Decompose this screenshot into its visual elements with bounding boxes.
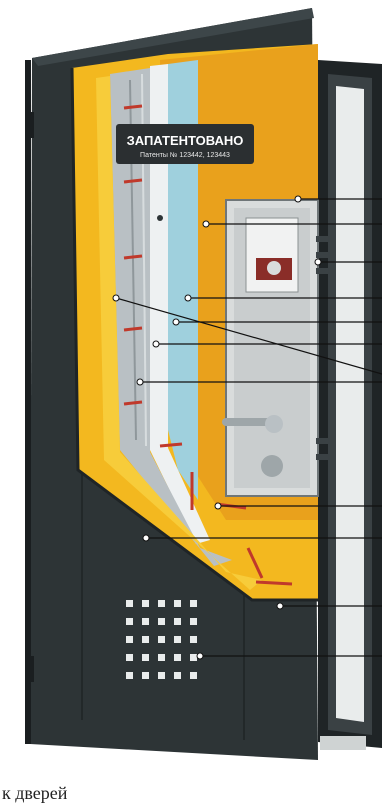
callout-dot-lock-bolts xyxy=(315,259,321,265)
callout-dot-insulation-lower xyxy=(143,535,149,541)
vent-hole xyxy=(158,600,165,607)
vent-hole xyxy=(158,636,165,643)
vent-hole xyxy=(142,600,149,607)
callout-dot-yellow-layer-outer xyxy=(113,295,119,301)
vent-hole xyxy=(190,654,197,661)
vent-hole xyxy=(126,600,133,607)
callout-dot-rebar-lower xyxy=(215,503,221,509)
vent-hole xyxy=(190,636,197,643)
vent-hole xyxy=(142,636,149,643)
callout-dot-steel-sheet-inner xyxy=(185,295,191,301)
callout-dot-door-leaf xyxy=(277,603,283,609)
patent-badge: ЗАПАТЕНТОВАНО Патенты № 123442, 123443 xyxy=(116,124,254,164)
vent-hole xyxy=(174,600,181,607)
vent-hole xyxy=(142,618,149,625)
door-frame xyxy=(318,60,382,750)
vent-hole xyxy=(126,654,133,661)
lock-assembly xyxy=(222,200,330,496)
vent-hole xyxy=(158,672,165,679)
vent-hole xyxy=(142,672,149,679)
vent-hole xyxy=(190,618,197,625)
vent-hole xyxy=(142,654,149,661)
hinge-top-icon xyxy=(26,112,34,138)
screw-icon xyxy=(157,215,163,221)
vent-hole xyxy=(126,618,133,625)
hinge-bottom-icon xyxy=(26,656,34,682)
vent-hole xyxy=(126,672,133,679)
vent-hole xyxy=(158,618,165,625)
vent-hole xyxy=(174,636,181,643)
callout-dot-steel-profile xyxy=(137,379,143,385)
badge-title: ЗАПАТЕНТОВАНО xyxy=(127,133,244,148)
callout-dot-foam-layer xyxy=(173,319,179,325)
callout-dot-vent-grid xyxy=(197,653,203,659)
vent-hole xyxy=(174,618,181,625)
callout-dot-orange-panel xyxy=(203,221,209,227)
vent-hole xyxy=(190,600,197,607)
callout-dot-yellow-layer-inner xyxy=(153,341,159,347)
vent-hole xyxy=(158,654,165,661)
vent-hole xyxy=(126,636,133,643)
vent-hole xyxy=(190,672,197,679)
badge-subtitle: Патенты № 123442, 123443 xyxy=(140,152,230,159)
lock-box-icon xyxy=(246,218,298,292)
vent-hole xyxy=(174,672,181,679)
vent-hole xyxy=(174,654,181,661)
knob-icon xyxy=(261,455,283,477)
callout-dot-lock-plate xyxy=(295,196,301,202)
